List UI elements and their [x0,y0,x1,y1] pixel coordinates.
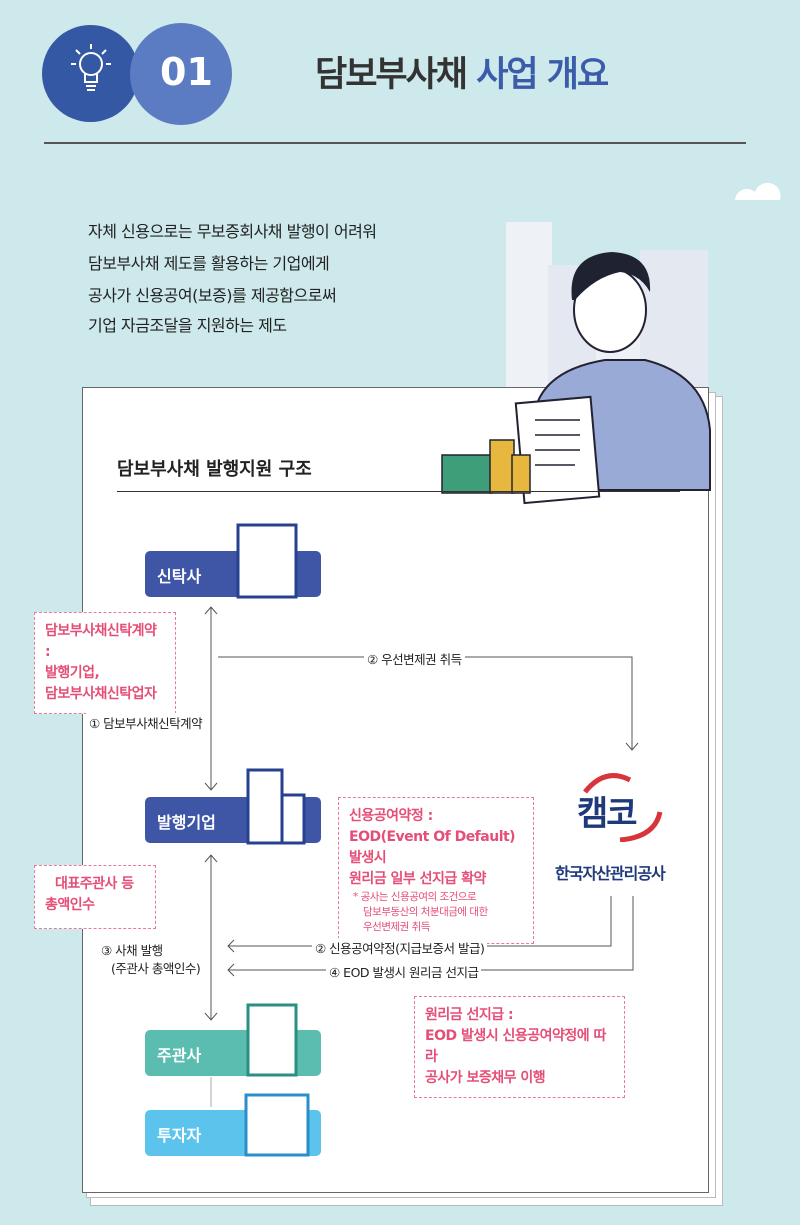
lead-manager-callout: 대표주관사 등 총액인수 [34,865,156,929]
callout-note: 담보부동산의 처분대금에 대한 [363,906,488,918]
intro-line: 담보부사채 제도를 활용하는 기업에게 [88,254,330,273]
step2b-label: ② 신용공여약정(지급보증서 발급) [312,938,488,957]
lightbulb-icon [68,40,114,102]
callout-line: EOD(Event Of Default) 발생시 [349,829,516,866]
box-label: 신탁사 [157,567,202,586]
step3a-label: ③ 사채 발행 [98,940,166,959]
box-label: 주관사 [157,1046,202,1065]
callout-line: 총액인수 [45,897,95,913]
credit-agreement-callout: 신용공여약정 : EOD(Event Of Default) 발생시 원리금 일… [338,797,534,944]
trust-contract-callout: 담보부사채신탁계약 : 발행기업, 담보부사채신탁업자 [34,612,176,714]
callout-line: 대표주관사 등 [55,876,134,892]
page-title: 담보부사채 사업 개요 [315,46,609,97]
intro-line: 공사가 신용공여(보증)를 제공함으로써 [88,286,337,305]
kamco-swoosh [583,773,663,842]
callout-note: * 공사는 신용공여의 조건으로 [353,891,477,903]
title-dark: 담보부사채 [315,55,468,95]
callout-note: 우선변제권 취득 [363,921,430,933]
number-circle [130,23,232,125]
callout-line: 담보부사채신탁업자 [45,686,157,702]
icon-circle [42,25,139,122]
box-label: 발행기업 [157,813,216,832]
box-label: 투자자 [157,1126,202,1145]
callout-line: 신용공여약정 : [349,808,433,824]
diagram-title-underline [117,491,680,492]
kamco-name: 한국자산관리공사 [555,864,666,883]
step1-label: ① 담보부사채신탁계약 [86,713,206,732]
diagram-title: 담보부사채 발행지원 구조 [117,459,312,480]
callout-line: 담보부사채신탁계약 : [45,623,157,660]
intro-line: 기업 자금조달을 지원하는 제도 [88,316,287,335]
callout-line: 원리금 선지급 : [425,1007,514,1023]
step3b-label: (주관사 총액인수) [108,958,204,977]
callout-line: 발행기업, [45,665,100,681]
callout-line: 원리금 일부 선지급 확약 [349,871,486,887]
intro-line: 자체 신용으로는 무보증회사채 발행이 어려워 [88,222,377,241]
step4-label: ④ EOD 발생시 원리금 선지급 [326,962,482,981]
person-illustration [441,252,711,505]
section-number: 01 [160,50,213,94]
step2a-label: ② 우선변제권 취득 [364,649,465,668]
title-blue: 사업 개요 [476,55,609,95]
header-divider [44,142,746,144]
kamco-logo-text: 캠코 [577,794,638,834]
kamco-logo: 캠코 [565,772,675,842]
advance-payment-callout: 원리금 선지급 : EOD 발생시 신용공여약정에 따라 공사가 보증채무 이행 [414,996,625,1098]
callout-line: EOD 발생시 신용공여약정에 따라 [425,1028,606,1065]
callout-line: 공사가 보증채무 이행 [425,1070,546,1086]
